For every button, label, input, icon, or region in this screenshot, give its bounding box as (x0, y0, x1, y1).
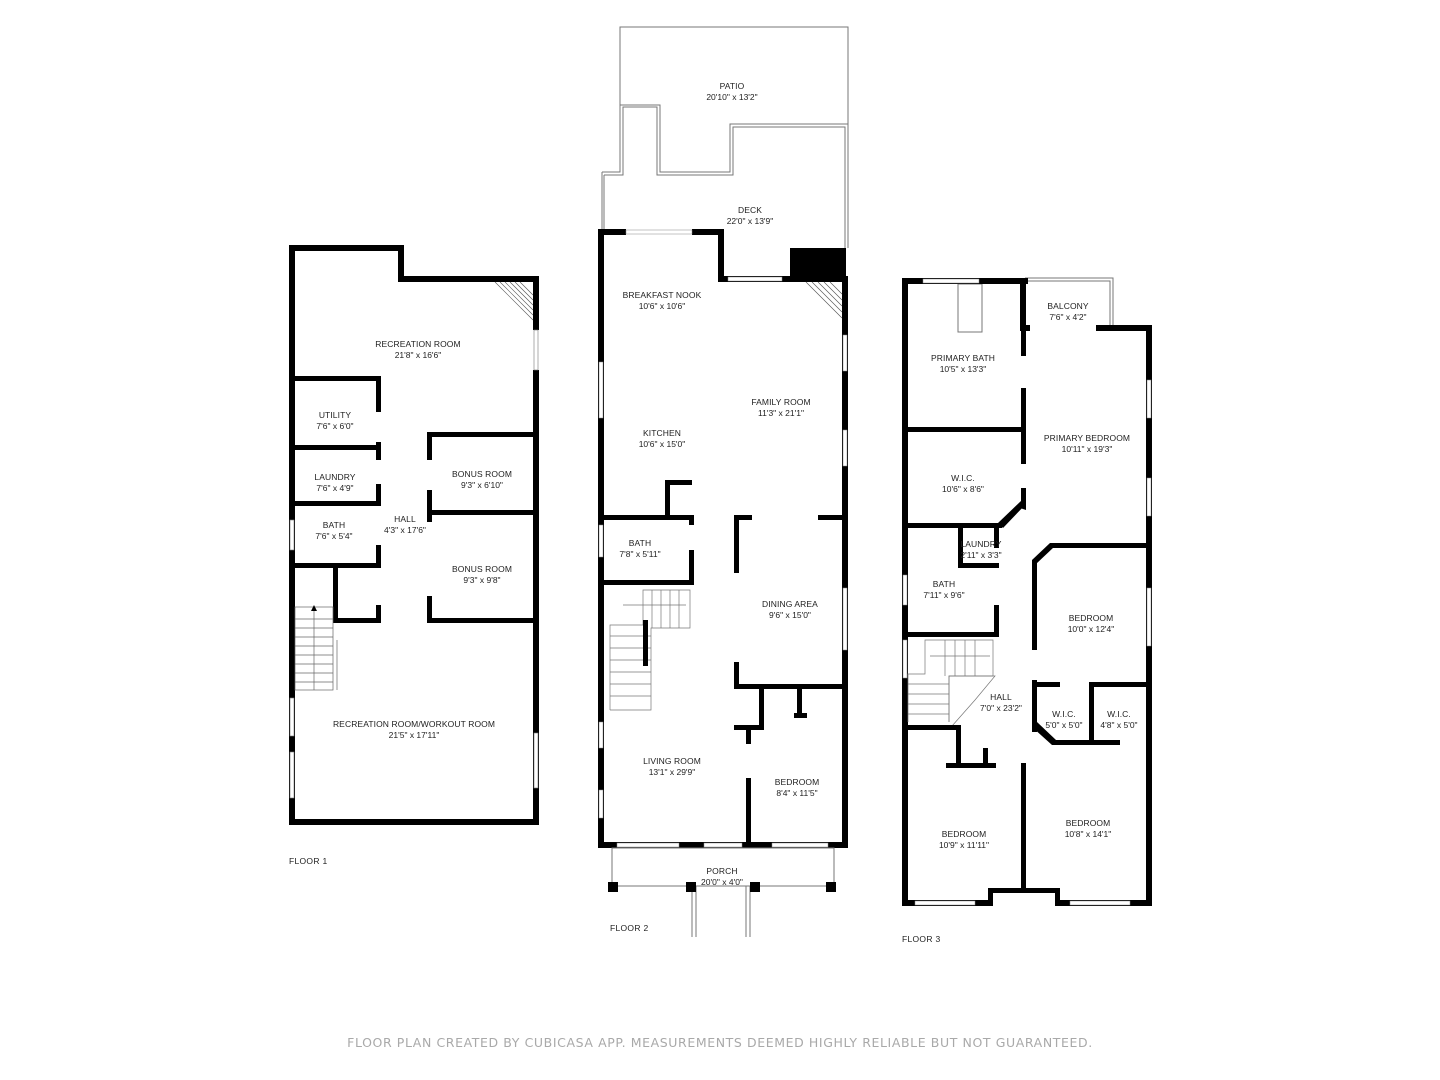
room-dimensions: 4'3" x 17'6" (384, 525, 426, 535)
room-dimensions: 10'6" x 8'6" (942, 484, 984, 494)
room-dimensions: 7'11" x 9'6" (923, 590, 965, 600)
room-name: BALCONY (1047, 301, 1089, 311)
room-dimensions: 20'10" x 13'2" (706, 92, 758, 102)
room-dimensions: 7'6" x 5'4" (315, 531, 353, 541)
room-dimensions: 9'6" x 15'0" (769, 610, 811, 620)
disclaimer-footer: FLOOR PLAN CREATED BY CUBICASA APP. MEAS… (347, 1035, 1093, 1050)
room-name: PORCH (706, 866, 738, 876)
room-name: BATH (932, 579, 956, 589)
room-name: BEDROOM (1065, 818, 1111, 828)
room-dimensions: 21'8" x 16'6" (394, 350, 442, 360)
floor-label: FLOOR 2 (610, 923, 649, 933)
room-dimensions: 10'9" x 11'11" (938, 840, 990, 850)
room-name: PRIMARY BEDROOM (1043, 433, 1131, 443)
room-dimensions: 10'8" x 14'1" (1064, 829, 1112, 839)
room-dimensions: 2'11" x 3'3" (960, 550, 1002, 560)
room-dimensions: 9'3" x 9'8" (463, 575, 501, 585)
room-dimensions: 22'0" x 13'9" (726, 216, 774, 226)
floor-label: FLOOR 3 (902, 934, 941, 944)
room-dimensions: 10'6" x 15'0" (638, 439, 686, 449)
room-dimensions: 8'4" x 11'5" (776, 788, 818, 798)
room-name: HALL (394, 514, 416, 524)
room-name: DINING AREA (762, 599, 818, 609)
room-dimensions: 7'6" x 6'0" (316, 421, 354, 431)
floor-label: FLOOR 1 (289, 856, 328, 866)
room-dimensions: 20'0" x 4'0" (701, 877, 743, 887)
room-name: BATH (322, 520, 346, 530)
room-name: RECREATION ROOM (375, 339, 461, 349)
room-dimensions: 7'0" x 23'2" (980, 703, 1022, 713)
room-name: BEDROOM (774, 777, 820, 787)
room-dimensions: 5'0" x 5'0" (1045, 720, 1083, 730)
room-name: RECREATION ROOM/WORKOUT ROOM (332, 719, 496, 729)
room-label: W.I.C.10'6" x 8'6" (942, 473, 984, 495)
room-name: W.I.C. (951, 473, 975, 483)
room-name: BEDROOM (941, 829, 987, 839)
room-dimensions: 11'3" x 21'1" (757, 408, 804, 418)
room-label: W.I.C.4'8" x 5'0" (1100, 709, 1137, 731)
room-name: UTILITY (318, 410, 352, 420)
room-dimensions: 13'1" x 29'9" (648, 767, 696, 777)
room-name: W.I.C. (1052, 709, 1076, 719)
room-dimensions: 7'8" x 5'11" (619, 549, 661, 559)
room-name: LIVING ROOM (643, 756, 701, 766)
floor-1-walls (289, 245, 539, 825)
room-dimensions: 7'6" x 4'2" (1049, 312, 1087, 322)
room-dimensions: 21'5" x 17'11" (388, 730, 440, 740)
floor-2-walls (598, 26, 849, 937)
room-name: BREAKFAST NOOK (622, 290, 702, 300)
room-name: FAMILY ROOM (751, 397, 811, 407)
room-dimensions: 10'0" x 12'4" (1067, 624, 1115, 634)
room-dimensions: 10'11" x 19'3" (1061, 444, 1113, 454)
room-name: HALL (990, 692, 1012, 702)
room-name: W.I.C. (1107, 709, 1131, 719)
room-name: KITCHEN (642, 428, 681, 438)
room-name: BEDROOM (1068, 613, 1114, 623)
room-name: PATIO (719, 81, 745, 91)
room-name: LAUNDRY (314, 472, 356, 482)
room-dimensions: 4'8" x 5'0" (1100, 720, 1138, 730)
room-dimensions: 10'5" x 13'3" (939, 364, 987, 374)
room-name: BONUS ROOM (451, 564, 513, 574)
room-label: W.I.C.5'0" x 5'0" (1045, 709, 1082, 731)
room-name: BONUS ROOM (451, 469, 513, 479)
room-dimensions: 9'3" x 6'10" (461, 480, 503, 490)
room-name: LAUNDRY (960, 539, 1002, 549)
room-name: PRIMARY BATH (930, 353, 996, 363)
floor-3-walls (902, 277, 1152, 906)
room-name: DECK (737, 205, 763, 215)
room-name: BATH (628, 538, 652, 548)
room-dimensions: 10'6" x 10'6" (638, 301, 686, 311)
room-dimensions: 7'6" x 4'9" (316, 483, 354, 493)
